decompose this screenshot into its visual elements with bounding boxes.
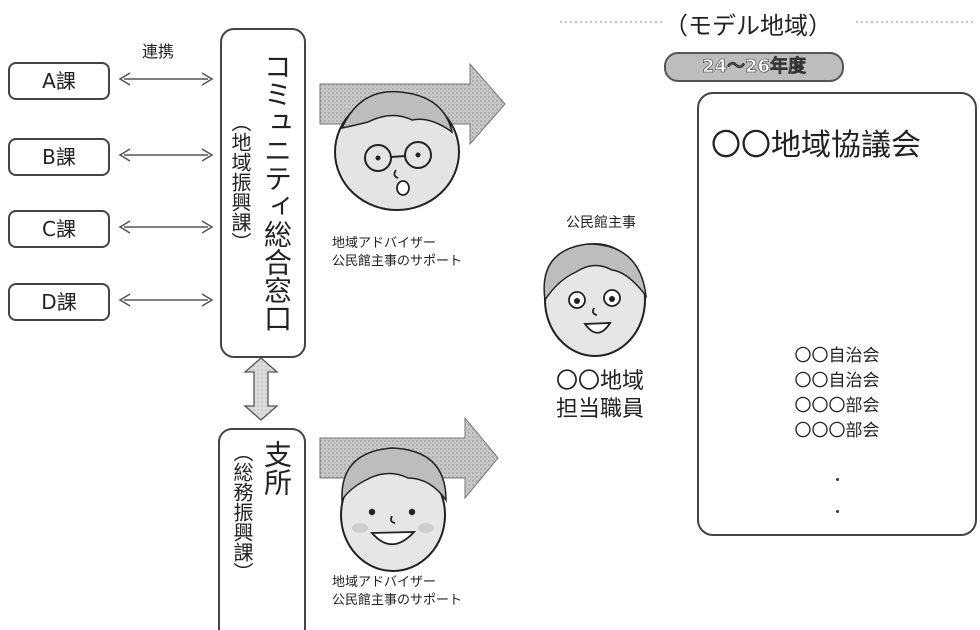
dept-c-box: C課 bbox=[8, 210, 110, 248]
link-arrow-b bbox=[118, 148, 214, 162]
link-arrow-a bbox=[118, 72, 214, 86]
adviser-top-line2: 公民館主事のサポート bbox=[332, 254, 463, 269]
adviser-bottom-line2: 公民館主事のサポート bbox=[332, 593, 463, 608]
branch-title: 支所 bbox=[260, 440, 293, 496]
ellipsis-dot bbox=[836, 478, 839, 481]
staff-name-line2: 担当職員 bbox=[555, 397, 644, 422]
branch-box: 支所 （総務振興課） bbox=[218, 428, 306, 630]
council-members: 〇〇自治会 〇〇自治会 〇〇〇部会 〇〇〇部会 bbox=[699, 344, 975, 444]
staff-face-icon bbox=[543, 243, 648, 357]
link-arrow-d bbox=[118, 293, 214, 307]
member-item: 〇〇自治会 bbox=[794, 371, 880, 391]
community-window-box: コミュニティ総合窓口 （地域振興課） bbox=[220, 28, 306, 358]
council-box: 〇〇地域協議会 〇〇自治会 〇〇自治会 〇〇〇部会 〇〇〇部会 bbox=[697, 92, 977, 536]
member-item: 〇〇〇部会 bbox=[794, 421, 880, 441]
branch-subtitle: （総務振興課） bbox=[230, 442, 254, 582]
adviser-bottom-line1: 地域アドバイザー bbox=[332, 575, 437, 590]
member-item: 〇〇〇部会 bbox=[794, 396, 880, 416]
link-arrow-c bbox=[118, 220, 214, 234]
ellipsis-dot bbox=[836, 510, 839, 513]
adviser-bottom-face-icon bbox=[340, 447, 447, 572]
adviser-bottom-caption: 地域アドバイザー 公民館主事のサポート bbox=[332, 574, 462, 610]
dept-a-box: A課 bbox=[8, 62, 110, 100]
member-item: 〇〇自治会 bbox=[794, 346, 880, 366]
staff-name-line1: 〇〇地域 bbox=[555, 369, 644, 394]
adviser-top-caption: 地域アドバイザー 公民館主事のサポート bbox=[332, 235, 462, 271]
center-branch-arrow bbox=[243, 357, 279, 421]
dept-b-box: B課 bbox=[8, 138, 110, 176]
adviser-top-face-icon bbox=[334, 90, 460, 211]
community-window-title: コミュニティ総合窓口 bbox=[260, 52, 293, 332]
link-label: 連携 bbox=[142, 42, 175, 61]
council-title: 〇〇地域協議会 bbox=[711, 128, 921, 163]
period-badge: 24～26年度 bbox=[664, 52, 844, 82]
adviser-top-line1: 地域アドバイザー bbox=[332, 236, 437, 251]
staff-name: 〇〇地域 担当職員 bbox=[550, 368, 650, 424]
model-area-heading: （モデル地域） bbox=[664, 12, 832, 40]
community-window-subtitle: （地域振興課） bbox=[228, 112, 252, 252]
staff-label: 公民館主事 bbox=[566, 215, 636, 231]
dept-d-box: D課 bbox=[8, 283, 110, 321]
